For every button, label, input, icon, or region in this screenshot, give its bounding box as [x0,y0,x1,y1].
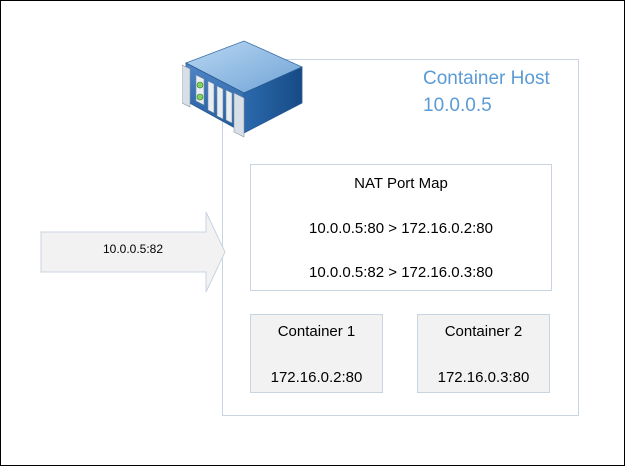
host-ip: 10.0.0.5 [423,95,492,116]
nat-mapping-row: 10.0.0.5:82 > 172.16.0.3:80 [309,264,493,281]
container-address: 172.16.0.3:80 [437,369,530,386]
container-name: Container 1 [277,323,356,340]
container-host-label: Container Host 10.0.0.5 [423,65,550,119]
incoming-address-label: 10.0.0.5:82 [102,242,164,256]
server-icon [182,40,303,138]
nat-port-map-title: NAT Port Map [354,175,448,192]
nat-mapping-row: 10.0.0.5:80 > 172.16.0.2:80 [309,220,493,237]
container-name: Container 2 [444,323,523,340]
container-address: 172.16.0.2:80 [270,369,363,386]
container-2-box: Container 2 172.16.0.3:80 [417,314,550,393]
host-title: Container Host [423,68,550,89]
nat-port-map-box: NAT Port Map 10.0.0.5:80 > 172.16.0.2:80… [250,164,552,291]
incoming-traffic-arrow [40,211,226,293]
container-1-box: Container 1 172.16.0.2:80 [250,314,383,393]
